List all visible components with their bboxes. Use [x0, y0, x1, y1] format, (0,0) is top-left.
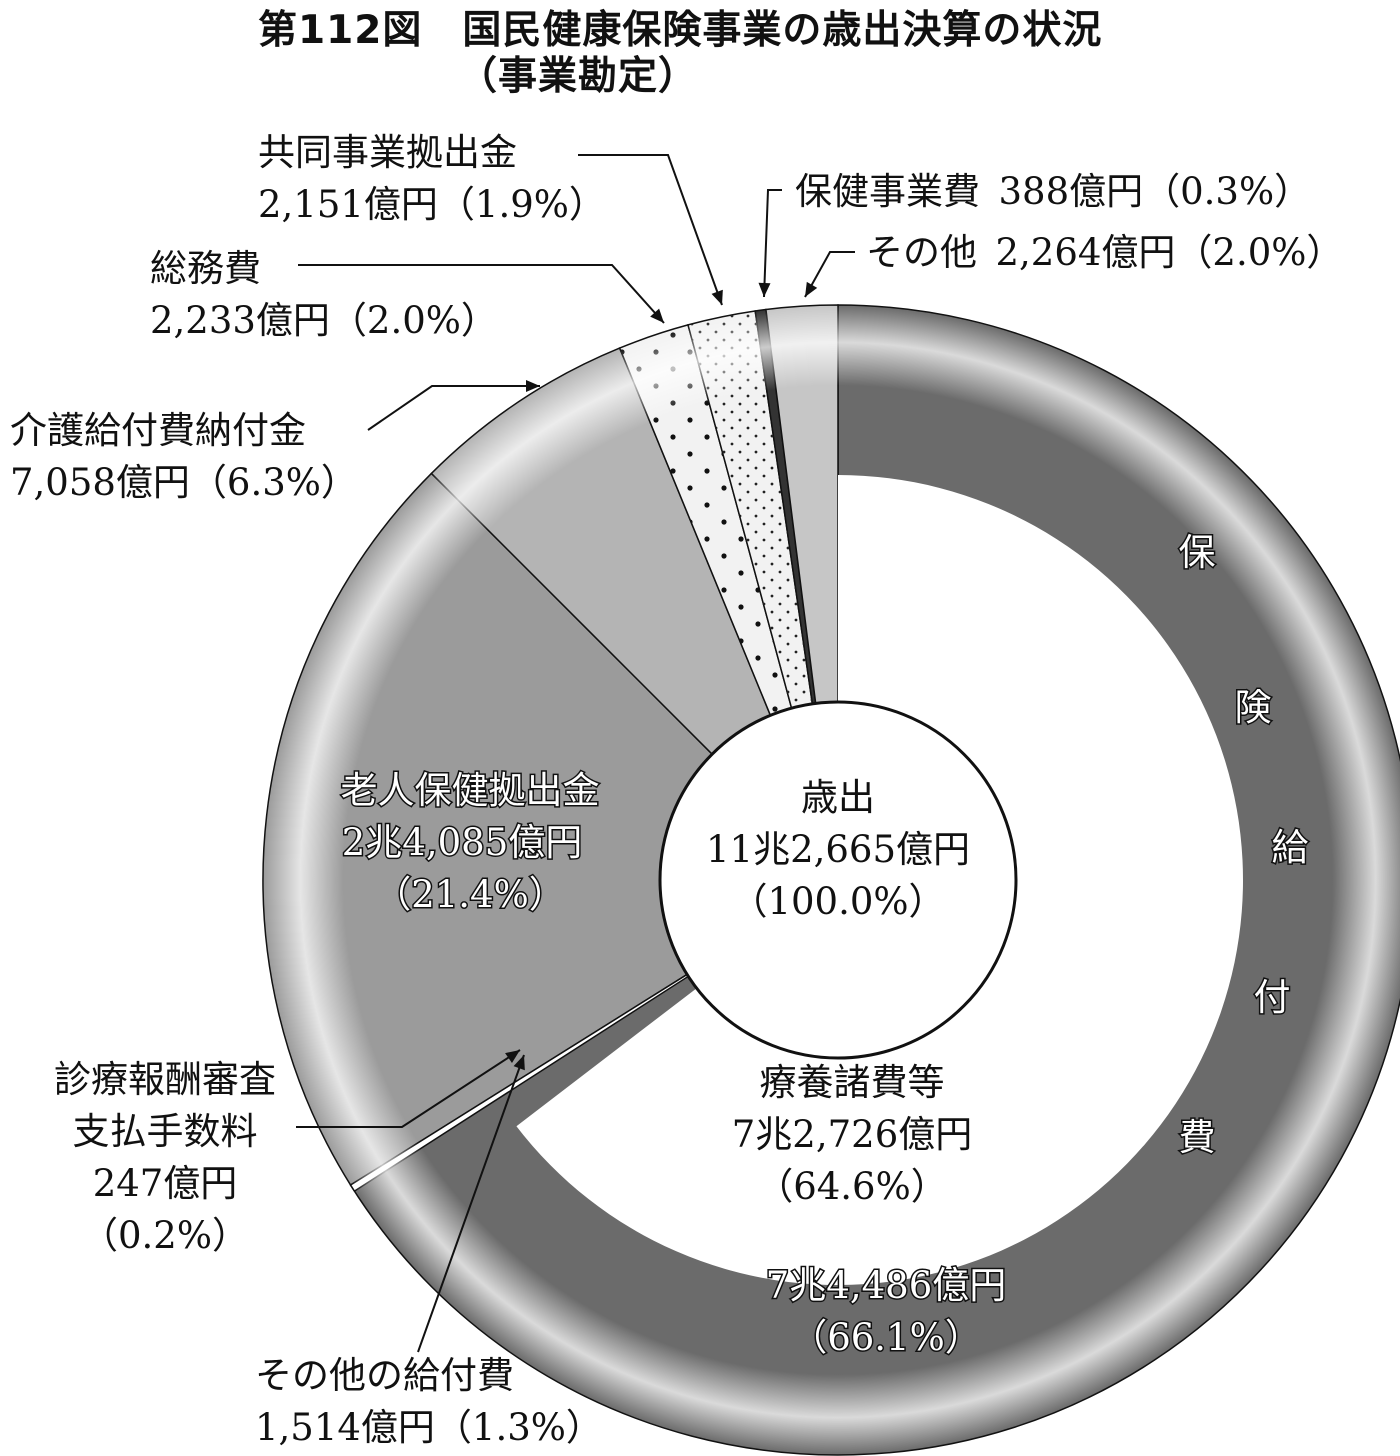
label-sonota-kyufu: その他の給付費: [255, 1354, 514, 1397]
leader-shinryo: [296, 1049, 521, 1128]
amount-kaigo: 7,058億円（6.3%）: [10, 461, 358, 504]
label-kaigo: 介護給付費納付金: [10, 409, 306, 452]
label-somu: 総務費: [150, 247, 261, 290]
center-amount: 11兆2,665億円: [706, 828, 970, 871]
leader-arrowhead: [805, 281, 818, 297]
center-label: 歳出: [801, 776, 875, 819]
amount-sonota-kyufu: 1,514億円（1.3%）: [255, 1406, 603, 1449]
leader-arrowhead: [526, 380, 540, 392]
chart-subtitle: （事業勘定）: [458, 54, 699, 99]
leader-sonota-kyufu: [417, 1054, 525, 1353]
leader-arrowhead: [505, 1050, 520, 1063]
label-hoken-char: 険: [1235, 686, 1272, 729]
label-shinryo-2: 支払手数料: [73, 1110, 258, 1153]
label-hoken-char: 保: [1179, 531, 1216, 574]
leader-kyodo: [578, 154, 723, 306]
leader-arrowhead: [513, 1055, 525, 1071]
leader-somu: [298, 264, 665, 324]
leader-arrowhead: [650, 308, 664, 323]
chart-title: 第112図 国民健康保険事業の歳出決算の状況 （事業勘定）: [258, 8, 1102, 100]
label-hokenjigyo: 保健事業費 388億円（0.3%）: [795, 170, 1311, 213]
center-circle: [658, 700, 1018, 1060]
amount-hoken: 7兆4,486億円: [766, 1264, 1006, 1307]
amount-ryoyo: 7兆2,726億円: [732, 1113, 972, 1156]
leader-hokenjigyo: [763, 189, 782, 298]
label-hoken-char: 給: [1272, 826, 1309, 869]
label-hoken-char: 付: [1254, 976, 1291, 1019]
percent-rojin: （21.4%）: [374, 873, 566, 916]
label-ryoyo: 療養諸費等: [760, 1061, 945, 1104]
amount-kyodo: 2,151億円（1.9%）: [258, 183, 606, 226]
label-sonota: その他 2,264億円（2.0%）: [866, 231, 1343, 274]
percent-ryoyo: （64.6%）: [756, 1165, 948, 1208]
percent-shinryo: （0.2%）: [81, 1214, 249, 1257]
label-rojin: 老人保健拠出金: [341, 769, 600, 812]
leader-arrowhead: [758, 282, 771, 297]
amount-rojin: 2兆4,085億円: [342, 821, 582, 864]
percent-hoken: （66.1%）: [790, 1316, 982, 1359]
amount-somu: 2,233億円（2.0%）: [150, 299, 498, 342]
label-kyodo: 共同事業拠出金: [258, 131, 517, 174]
chart-title-main: 第112図 国民健康保険事業の歳出決算の状況: [258, 8, 1103, 53]
center-percent: （100.0%）: [730, 880, 945, 923]
leader-kaigo: [367, 385, 540, 431]
label-hoken-char: 費: [1179, 1116, 1216, 1159]
label-shinryo-1: 診療報酬審査: [54, 1058, 276, 1101]
leader-arrowhead: [711, 289, 723, 305]
amount-shinryo: 247億円: [93, 1162, 238, 1205]
leader-sonota: [804, 251, 855, 298]
